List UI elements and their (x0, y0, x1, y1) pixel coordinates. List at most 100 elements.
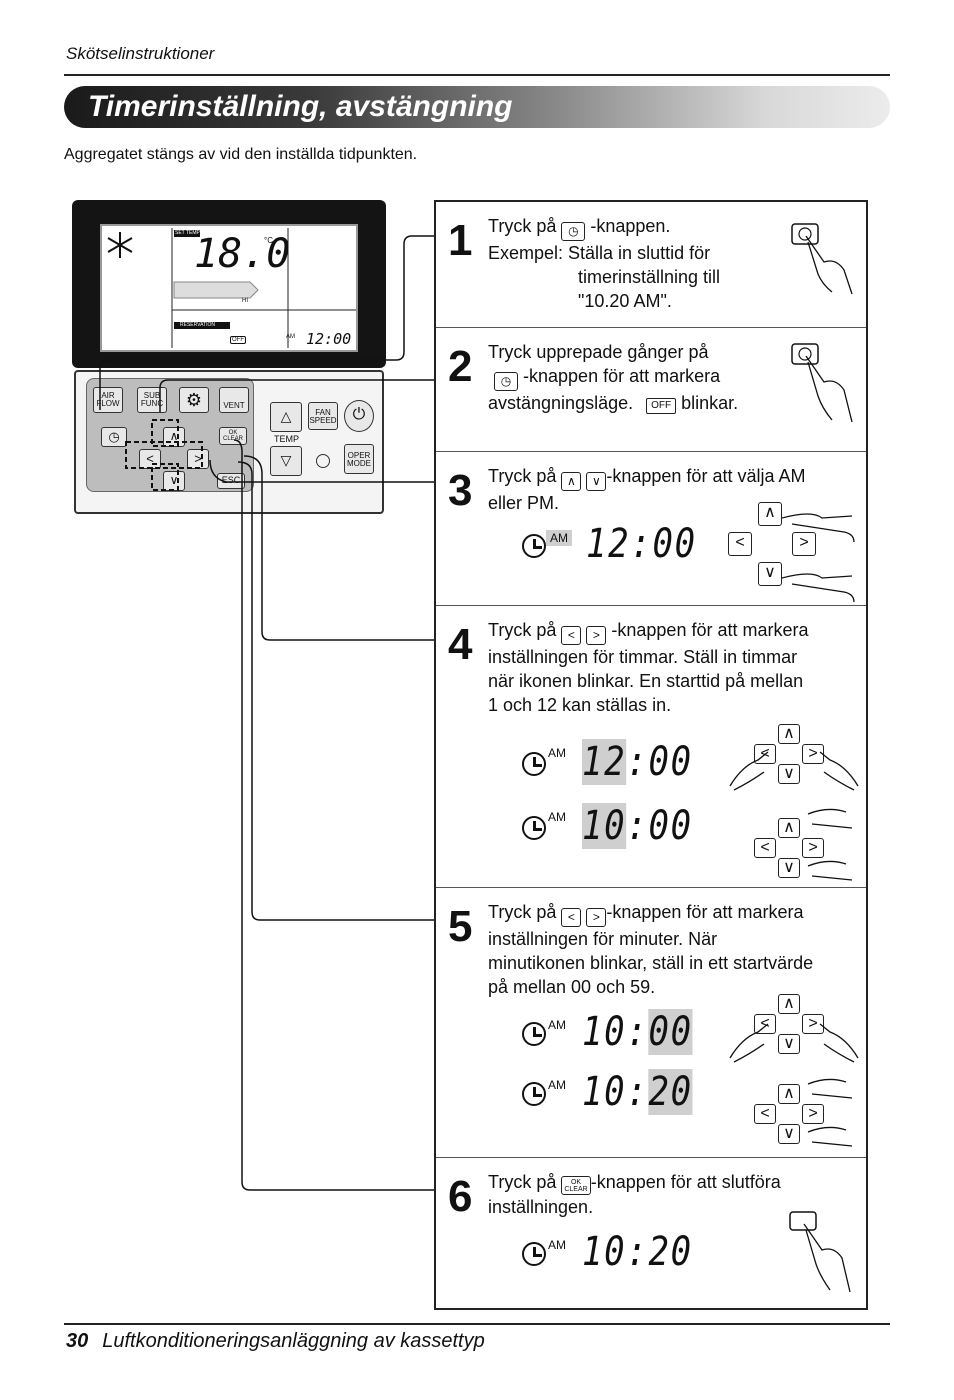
time-display: 12:00 (582, 739, 693, 785)
time-display: 10:20 (582, 1229, 693, 1275)
down-arrow-key: ∨ (758, 562, 782, 586)
step-number: 3 (448, 466, 473, 515)
step-text: Tryck upprepade gånger på (488, 342, 709, 362)
remote-display-housing: SET TEMP 18.0 °C HI RESERVATION OFF AM 1… (72, 200, 386, 368)
timer-button[interactable]: ◷ (101, 427, 127, 447)
remote-key-cluster: AIR FLOW SUB FUNC ⚙ VENT ◷ ∧ OK CLEAR < … (86, 378, 254, 492)
header-divider (64, 74, 890, 76)
step-instructions: Tryck upprepade gånger på ◷ -knappen för… (488, 340, 738, 415)
step-text: Tryck på (488, 466, 557, 486)
step-3: 3 Tryck på ∧ ∨-knappen för att välja AM … (436, 452, 866, 606)
up-arrow-key: ∧ (778, 994, 800, 1014)
lcd-set-temp-label: SET TEMP (175, 230, 200, 236)
right-arrow-key: > (792, 532, 816, 556)
clock-icon (522, 1022, 546, 1046)
up-arrow-key: ∧ (778, 818, 800, 838)
step-text: Tryck på (488, 1172, 557, 1192)
lcd-layout (107, 228, 356, 348)
step-text: eller PM. (488, 493, 560, 513)
settings-button[interactable]: ⚙ (179, 387, 209, 413)
ok-label: OK (570, 1179, 582, 1186)
step-text: Tryck på (488, 216, 557, 236)
up-arrow-key: ∧ (778, 1084, 800, 1104)
footer-divider (64, 1323, 890, 1325)
step-number: 4 (448, 620, 473, 669)
ok-clear-button[interactable]: OK CLEAR (219, 427, 247, 445)
am-indicator: AM (548, 1018, 566, 1032)
up-arrow-key: ∧ (758, 502, 782, 526)
steps-panel: 1 Tryck på ◷ -knappen. Exempel: Ställa i… (434, 200, 868, 1310)
clock-icon (522, 1082, 546, 1106)
lcd-reservation-label: RESERVATION (180, 322, 216, 328)
step-text: -knappen för att slutföra (590, 1172, 781, 1192)
step-text: -knappen för att markera (611, 620, 809, 640)
am-indicator: AM (548, 810, 566, 824)
minutes-segment: :00 (626, 739, 693, 785)
right-arrow-key: > (802, 1014, 824, 1034)
timer-icon: ◷ (494, 372, 518, 391)
hands-pressing-icon (729, 751, 859, 881)
power-button[interactable]: ⏻ (344, 400, 374, 432)
lcd-off-indicator: OFF (230, 336, 246, 344)
down-arrow-key: ∨ (778, 764, 800, 784)
down-arrow-key: ∨ (778, 1034, 800, 1054)
sub-func-button[interactable]: SUB FUNC (137, 387, 167, 413)
finger-press-icon (791, 223, 853, 295)
right-arrow-icon: > (586, 908, 607, 927)
am-indicator: AM (548, 1238, 566, 1252)
footer-title: Luftkonditioneringsanläggning av kassett… (102, 1330, 485, 1352)
left-arrow-key: < (754, 1104, 776, 1124)
finger-press-icon (789, 1211, 851, 1293)
up-arrow-key: ∧ (778, 724, 800, 744)
minutes-segment: 00 (648, 1009, 693, 1055)
step-text: timerinställning till (578, 267, 721, 287)
step-text: -knappen för att markera (523, 366, 721, 386)
snowflake-icon (107, 232, 133, 258)
footer: 30 Luftkonditioneringsanläggning av kasse… (66, 1330, 485, 1353)
step-text: inställningen för minuter. När (488, 929, 718, 949)
am-indicator: AM (546, 530, 572, 546)
hours-segment: 10: (582, 1069, 649, 1115)
hands-pressing-icon (729, 1023, 859, 1147)
step-1: 1 Tryck på ◷ -knappen. Exempel: Ställa i… (436, 202, 866, 328)
fan-speed-button[interactable]: FAN SPEED (308, 402, 338, 430)
section-header: Skötselinstruktioner (66, 44, 215, 63)
finger-press-icon (791, 343, 853, 423)
step-text: inställningen för timmar. Ställ in timma… (488, 647, 798, 667)
step-text: inställningen. (488, 1197, 594, 1217)
up-arrow-icon: ∧ (561, 472, 582, 491)
vent-button[interactable]: VENT (219, 387, 249, 413)
oper-mode-button[interactable]: OPER MODE (344, 444, 374, 474)
step-instructions: Tryck på < >-knappen för att markera ins… (488, 900, 813, 999)
am-indicator: AM (548, 1078, 566, 1092)
temp-label: TEMP (274, 434, 300, 444)
down-arrow-key: ∨ (778, 1124, 800, 1144)
step-2: 2 Tryck upprepade gånger på ◷ -knappen f… (436, 328, 866, 452)
step-text: blinkar. (681, 393, 739, 413)
page-number: 30 (66, 1330, 89, 1352)
temp-down-button[interactable]: ▽ (270, 446, 302, 476)
step-text: Tryck på (488, 620, 557, 640)
time-display: 10:00 (582, 803, 693, 849)
down-arrow-key: ∨ (778, 858, 800, 878)
lcd-temperature: 18.0 (194, 231, 291, 277)
time-display: 10:00 (582, 1009, 693, 1055)
off-indicator: OFF (646, 398, 677, 414)
step-text: på mellan 00 och 59. (488, 977, 656, 997)
step-text: minutikonen blinkar, ställ in ett startv… (488, 953, 814, 973)
step-text: 1 och 12 kan ställas in. (488, 695, 672, 715)
right-arrow-key: > (802, 1104, 824, 1124)
minutes-segment: 20 (648, 1069, 693, 1115)
step-text: Tryck på (488, 902, 557, 922)
step-text: -knappen. (590, 216, 671, 236)
temp-up-button[interactable]: △ (270, 402, 302, 432)
step-number: 6 (448, 1172, 473, 1221)
air-flow-button[interactable]: AIR FLOW (93, 387, 123, 413)
indicator-lamp (316, 454, 330, 468)
esc-button[interactable]: ESC (217, 473, 245, 489)
step-text: "10.20 AM". (578, 291, 672, 311)
clear-label: CLEAR (564, 1186, 588, 1193)
step-number: 5 (448, 902, 473, 951)
